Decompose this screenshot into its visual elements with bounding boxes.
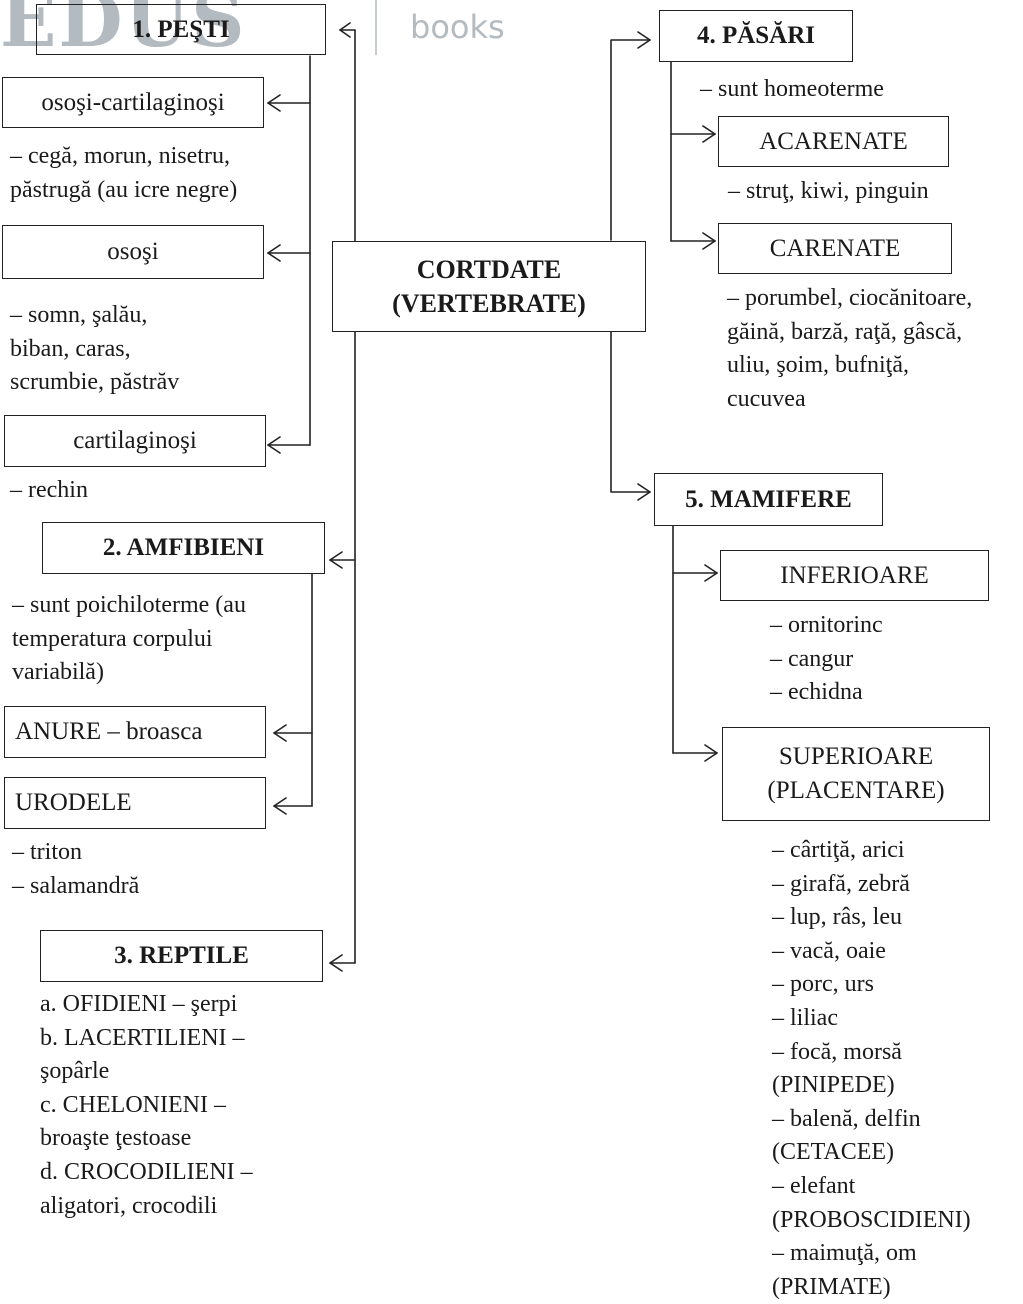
arrow-to-reptile — [329, 954, 343, 972]
text-line: a. OFIDIENI – şerpi — [40, 991, 238, 1017]
reptiles-description: a. OFIDIENI – şerpi b. LACERTILIENI – şo… — [40, 988, 253, 1223]
amphibians-description: – sunt poichiloterme (au temperatura cor… — [12, 589, 246, 690]
arrow-to-osos-cartilaginos — [267, 94, 281, 112]
text-line: (PROBOSCIDIENI) — [772, 1206, 971, 1233]
urodele-examples: – triton – salamandră — [12, 836, 139, 903]
arrow-to-pesti — [339, 22, 351, 38]
arrow-to-acarenate — [702, 125, 716, 143]
bony-box: osoşi — [2, 225, 264, 279]
text-line: variabilă) — [12, 659, 104, 686]
text-line: uliu, şoim, bufniţă, — [727, 352, 909, 379]
text-line: c. CHELONIENI – — [40, 1091, 226, 1118]
text-line: scrumbie, păstrăv — [10, 369, 180, 396]
text-line: şopârle — [40, 1058, 110, 1085]
text-line: – rechin — [10, 477, 88, 503]
bony-cartilaginous-examples: – cegă, morun, nisetru, păstrugă (au icr… — [10, 140, 237, 207]
amphibians-title-box: 2. AMFIBIENI — [42, 522, 325, 574]
arrow-to-mamifere — [637, 483, 651, 501]
mammals-title-box: 5. MAMIFERE — [654, 473, 883, 526]
text-line: – ornitorinc — [770, 612, 883, 638]
watermark-logo: EDUS — [0, 0, 247, 64]
text-line: – vacă, oaie — [772, 937, 886, 964]
superior-label-2: (PLACENTARE) — [767, 777, 945, 804]
arrow-to-carenate — [702, 232, 716, 250]
text-line: – elefant — [772, 1172, 856, 1199]
acarenate-examples: – struţ, kiwi, pinguin — [728, 178, 929, 204]
center-label-2: (VERTEBRATE) — [392, 288, 586, 318]
text-line: biban, caras, — [10, 335, 131, 362]
text-line: (PRIMATE) — [772, 1273, 891, 1300]
text-line: păstrugă (au icre negre) — [10, 176, 238, 203]
watermark-sub: books — [410, 8, 505, 46]
text-line: – salamandră — [12, 872, 140, 899]
bony-examples: – somn, şalău, biban, caras, scrumbie, p… — [10, 299, 179, 400]
urodele-box: URODELE — [4, 777, 266, 829]
text-line: – cârtiţă, arici — [772, 837, 905, 863]
text-line: – cegă, morun, nisetru, — [10, 143, 230, 169]
arrow-to-osos — [267, 244, 281, 262]
text-line: – maimuţă, om — [772, 1240, 917, 1267]
arrow-to-pasari — [637, 31, 651, 49]
text-line: – cangur — [770, 645, 854, 672]
reptiles-title-box: 3. REPTILE — [40, 930, 323, 982]
arrow-to-inferioare — [704, 564, 718, 582]
text-line: – porumbel, ciocănitoare, — [727, 285, 973, 311]
arrow-to-anure — [273, 724, 287, 742]
arrow-to-urodele — [273, 797, 287, 815]
text-line: – balenă, delfin — [772, 1105, 921, 1132]
text-line: – somn, şalău, — [10, 302, 148, 328]
superior-label-1: SUPERIOARE — [778, 743, 934, 770]
arrow-to-superioare — [704, 744, 718, 762]
carenate-box: CARENATE — [718, 223, 952, 274]
center-label-1: CORTDATE — [416, 254, 562, 284]
center-box-vertebrate: CORTDATE (VERTEBRATE) — [332, 241, 646, 332]
superior-mammals-examples: – cârtiţă, arici – girafă, zebră – lup, … — [772, 834, 971, 1304]
text-line: – porc, urs — [772, 971, 874, 998]
birds-title-box: 4. PĂSĂRI — [659, 10, 853, 62]
text-line: găină, barză, raţă, gâscă, — [727, 318, 963, 345]
carenate-examples: – porumbel, ciocănitoare, găină, barză, … — [727, 282, 972, 416]
watermark-divider — [375, 0, 377, 55]
text-line: – liliac — [772, 1004, 838, 1031]
anure-box: ANURE – broasca — [4, 706, 266, 758]
inferior-mammals-box: INFERIOARE — [720, 550, 989, 601]
text-line: cucuvea — [727, 385, 806, 412]
text-line: – focă, morsă — [772, 1038, 902, 1065]
cartilaginous-box: cartilaginoşi — [4, 415, 266, 467]
text-line: – echidna — [770, 679, 863, 706]
arrow-to-cartilaginos — [267, 436, 281, 454]
text-line: temperatura corpului — [12, 625, 213, 652]
text-line: d. CROCODILIENI – — [40, 1158, 253, 1185]
superior-mammals-box: SUPERIOARE (PLACENTARE) — [722, 727, 990, 821]
text-line: – girafă, zebră — [772, 870, 910, 897]
text-line: broaşte ţestoase — [40, 1125, 192, 1152]
inferior-mammals-examples: – ornitorinc – cangur – echidna — [770, 609, 883, 710]
fish-title-box: 1. PEŞTI — [36, 4, 326, 55]
acarenate-box: ACARENATE — [718, 116, 949, 167]
text-line: – lup, râs, leu — [772, 904, 902, 931]
cartilaginous-examples: – rechin — [10, 474, 88, 508]
birds-description: – sunt homeoterme — [700, 76, 884, 102]
arrow-to-amfibieni — [329, 551, 343, 569]
text-line: (PINIPEDE) — [772, 1072, 895, 1099]
text-line: (CETACEE) — [772, 1139, 895, 1166]
text-line: – triton — [12, 839, 82, 865]
text-line: b. LACERTILIENI – — [40, 1024, 245, 1051]
bony-cartilaginous-box: osoşi-cartilaginoşi — [2, 77, 264, 128]
text-line: – sunt poichiloterme (au — [12, 592, 246, 618]
watermark-brand: EDUS — [0, 0, 247, 64]
text-line: aligatori, crocodili — [40, 1192, 218, 1219]
